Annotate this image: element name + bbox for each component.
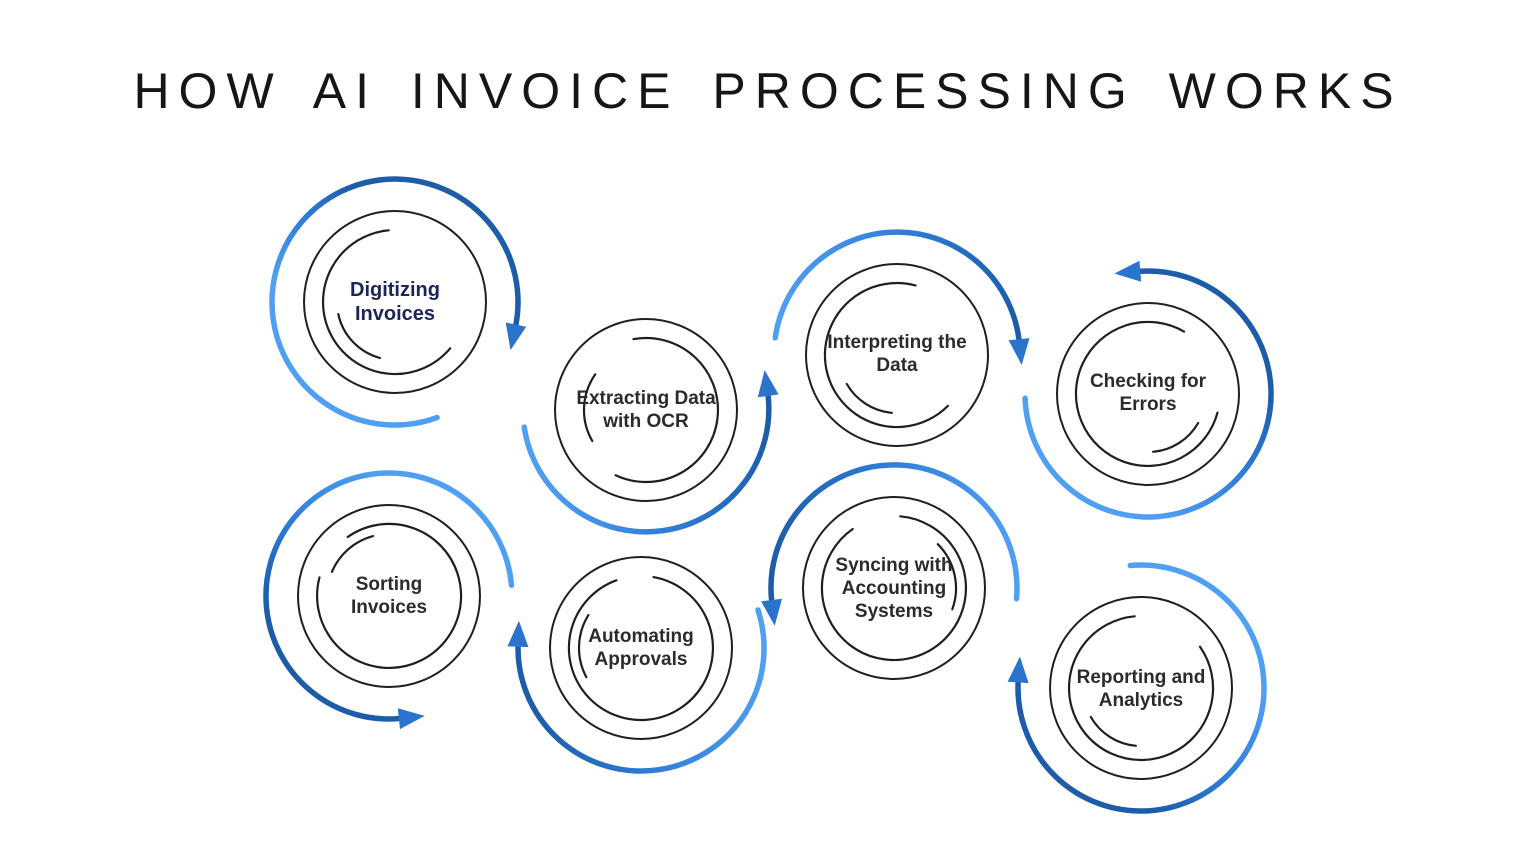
step-inner-curl-arc bbox=[936, 543, 958, 611]
step-graphic-interpreting-the-data bbox=[772, 229, 1030, 447]
step-inner-swirl-arc bbox=[316, 522, 463, 669]
step-inner-curl-arc bbox=[845, 382, 893, 414]
step-label-interpreting-the-data: Interpreting the Data bbox=[827, 332, 967, 376]
step-graphic-checking-for-errors bbox=[1022, 260, 1274, 520]
arrow-head-icon bbox=[761, 598, 782, 626]
step-label-extracting-data-with-ocr: Extracting Data with OCR bbox=[576, 388, 716, 432]
step-inner-swirl-arc bbox=[614, 336, 720, 484]
flow-arrow-arc bbox=[768, 462, 1020, 606]
step-outer-circle bbox=[297, 504, 481, 688]
step-graphic-sorting-invoices bbox=[263, 470, 515, 730]
page-title: HOW AI INVOICE PROCESSING WORKS bbox=[133, 63, 1403, 119]
step-outer-circle bbox=[549, 556, 733, 740]
step-outer-circle bbox=[1056, 302, 1240, 486]
step-label-sorting-invoices: Sorting Invoices bbox=[350, 574, 428, 618]
step-graphic-reporting-and-analytics bbox=[1007, 562, 1267, 814]
step-outer-circle bbox=[554, 318, 738, 502]
flow-arrow-arc bbox=[263, 470, 515, 722]
step-inner-curl-arc bbox=[337, 313, 382, 360]
flow-arrow-arc bbox=[269, 176, 521, 428]
step-inner-curl-arc bbox=[1152, 421, 1200, 453]
step-outer-circle bbox=[303, 210, 487, 394]
step-inner-curl-arc bbox=[1089, 715, 1137, 747]
step-outer-circle bbox=[802, 496, 986, 680]
step-inner-curl-arc bbox=[577, 614, 590, 679]
step-inner-swirl-arc bbox=[567, 576, 714, 722]
step-outer-circle bbox=[805, 263, 989, 447]
step-label-automating-approvals: Automating Approvals bbox=[588, 626, 694, 670]
arrow-head-icon bbox=[757, 370, 779, 398]
step-inner-swirl-arc bbox=[1067, 615, 1215, 762]
step-label-checking-for-errors: Checking for Errors bbox=[1089, 371, 1207, 415]
flow-arrow-arc bbox=[515, 607, 767, 774]
step-inner-swirl-arc bbox=[321, 229, 452, 376]
step-label-reporting-and-analytics: Reporting and Analytics bbox=[1076, 667, 1206, 711]
step-inner-swirl-arc bbox=[823, 281, 949, 429]
step-inner-swirl-arc bbox=[820, 515, 968, 662]
arrow-head-icon bbox=[397, 708, 425, 730]
step-graphic-extracting-data-with-ocr bbox=[521, 318, 779, 535]
arrow-head-icon bbox=[505, 322, 527, 351]
flow-arrow-arc bbox=[772, 229, 1023, 345]
arrow-head-icon bbox=[1114, 260, 1142, 282]
step-inner-curl-arc bbox=[582, 373, 597, 443]
step-graphic-automating-approvals bbox=[507, 556, 767, 774]
step-label-digitizing-invoices: Digitizing Invoices bbox=[350, 279, 440, 325]
step-outer-circle bbox=[1049, 596, 1233, 780]
flow-arrow-arc bbox=[521, 390, 772, 535]
step-graphic-syncing-with-accounting-systems bbox=[761, 462, 1020, 680]
arrow-head-icon bbox=[1007, 656, 1029, 684]
step-label-syncing-with-accounting-systems: Syncing with Accounting Systems bbox=[835, 554, 953, 622]
flow-arrow-arc bbox=[1022, 268, 1274, 520]
step-graphic-digitizing-invoices bbox=[269, 176, 527, 428]
step-inner-swirl-arc bbox=[1074, 320, 1219, 467]
arrow-head-icon bbox=[1008, 338, 1030, 365]
step-inner-curl-arc bbox=[330, 535, 375, 573]
arrow-head-icon bbox=[507, 620, 529, 648]
flow-arrow-arc bbox=[1015, 562, 1267, 814]
